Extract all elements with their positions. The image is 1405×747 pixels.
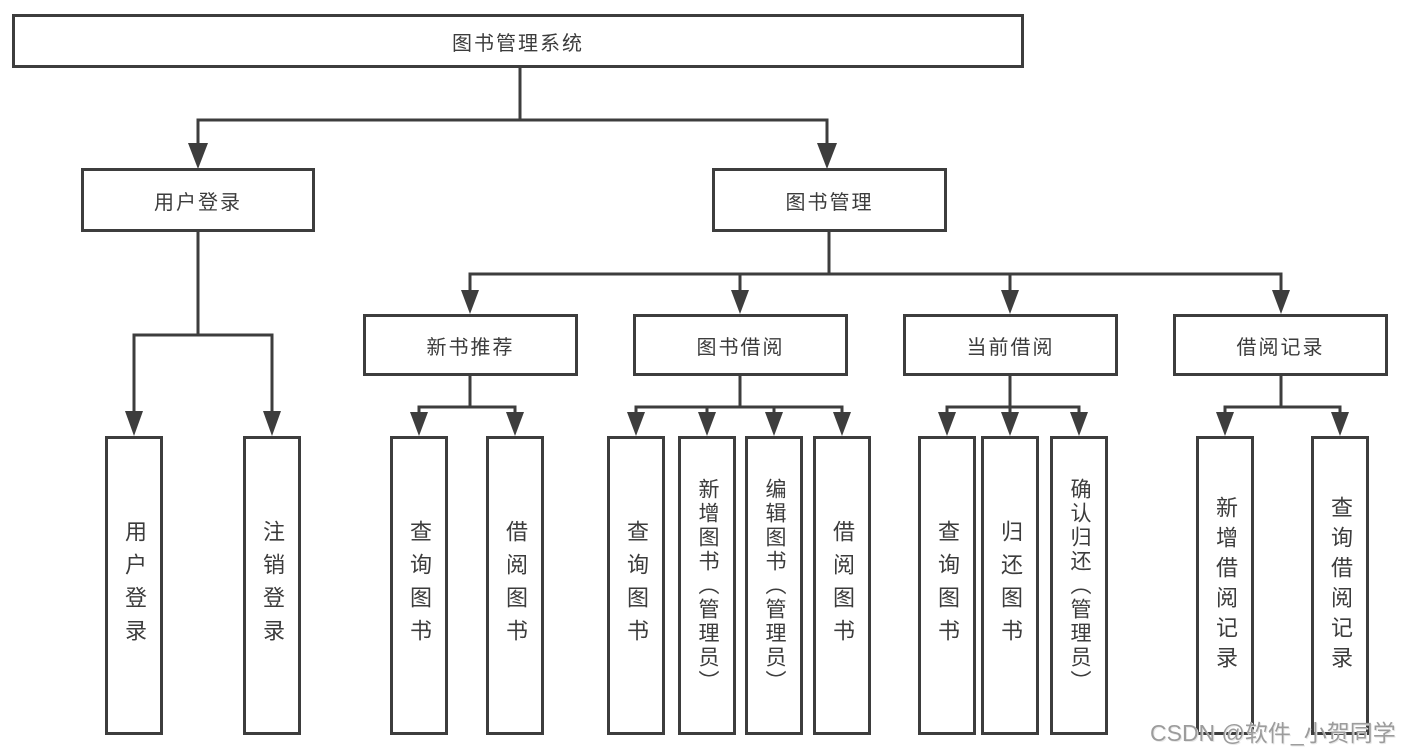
arrow-down-icon [627,412,645,436]
connector-book-borrowing [634,374,844,416]
leaf-edit-books-admin: 编辑图书（管理员） [745,436,803,735]
leaf-logout: 注销登录 [243,436,301,735]
connector-current-borrowing [945,374,1081,416]
leaf-borrow-books-recommend: 借阅图书 [486,436,544,735]
node-book-borrowing: 图书借阅 [633,314,848,376]
arrow-down-icon [125,411,143,436]
arrow-down-icon [817,143,837,169]
node-borrowing-records: 借阅记录 [1173,314,1388,376]
arrowheads [125,143,1349,436]
leaf-query-books-current: 查询图书 [918,436,976,735]
leaf-confirm-return-admin: 确认归还（管理员） [1050,436,1108,735]
arrow-down-icon [938,412,956,436]
node-new-book-recommend: 新书推荐 [363,314,578,376]
leaf-user-login: 用户登录 [105,436,163,735]
leaf-query-books-borrowing: 查询图书 [607,436,665,735]
leaf-query-books-recommend: 查询图书 [390,436,448,735]
arrow-down-icon [263,411,281,436]
node-root-system: 图书管理系统 [12,14,1024,68]
connector-user-login [132,230,274,416]
arrow-down-icon [731,290,749,314]
arrow-down-icon [506,412,524,436]
csdn-watermark: CSDN @软件_小贺同学 [1150,720,1396,746]
connector-borrowing-records [1223,374,1342,416]
arrow-down-icon [765,412,783,436]
arrow-down-icon [833,412,851,436]
arrow-down-icon [461,290,479,314]
arrow-down-icon [1216,412,1234,436]
leaf-query-borrow-record: 查询借阅记录 [1311,436,1369,735]
node-user-login: 用户登录 [81,168,315,232]
leaf-add-books-admin: 新增图书（管理员） [678,436,736,735]
node-book-management: 图书管理 [712,168,947,232]
arrow-down-icon [1272,290,1290,314]
arrow-down-icon [698,412,716,436]
arrow-down-icon [1001,412,1019,436]
leaf-borrow-books-borrowing: 借阅图书 [813,436,871,735]
connector-root [196,66,829,147]
arrow-down-icon [1331,412,1349,436]
node-current-borrowing: 当前借阅 [903,314,1118,376]
arrow-down-icon [1070,412,1088,436]
arrow-down-icon [188,143,208,169]
arrow-down-icon [1001,290,1019,314]
leaf-return-books: 归还图书 [981,436,1039,735]
connector-book-management [468,230,1283,295]
connector-new-book-recommend [417,374,517,416]
arrow-down-icon [410,412,428,436]
leaf-add-borrow-record: 新增借阅记录 [1196,436,1254,735]
